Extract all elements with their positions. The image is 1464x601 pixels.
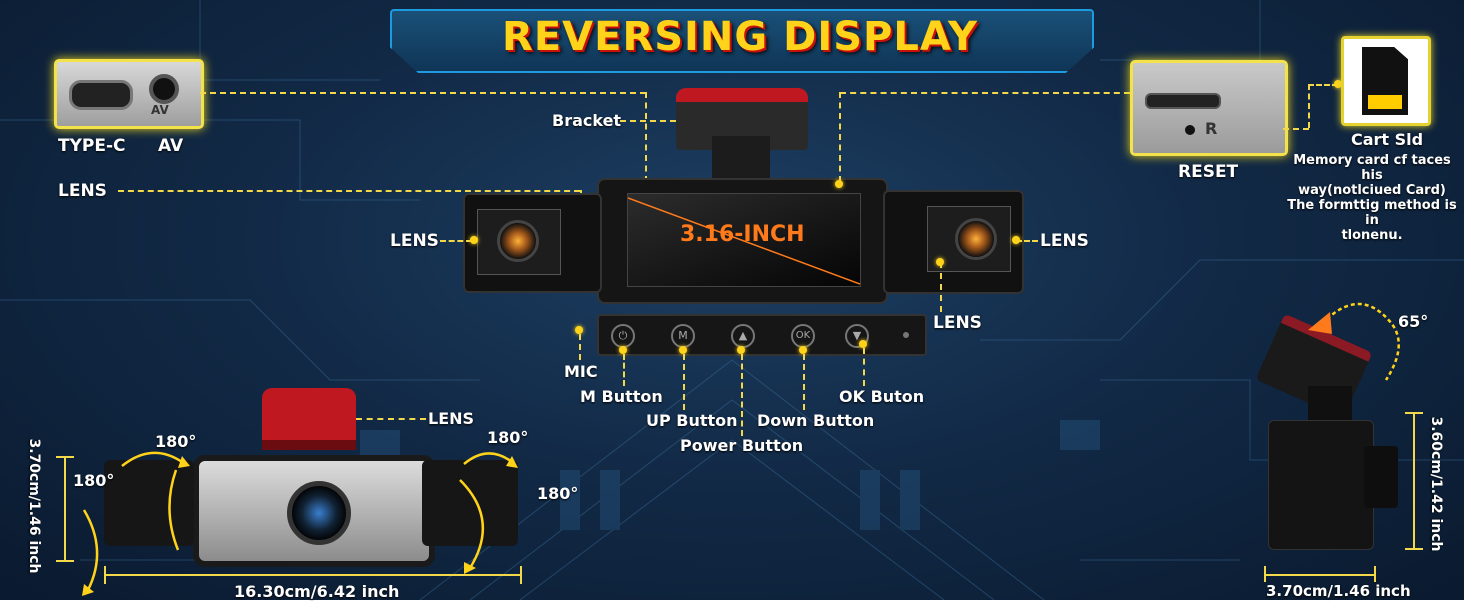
left-lens-module	[463, 193, 602, 293]
side-camera-body	[1268, 420, 1374, 550]
av-label: AV	[158, 136, 184, 156]
up-button-label: UP Button	[646, 411, 738, 430]
front-bracket	[262, 388, 356, 450]
lens-label-top-left: LENS	[58, 181, 107, 201]
m-button-label: M Button	[580, 387, 663, 406]
m-button-icon[interactable]: M	[671, 324, 695, 348]
width-dimension-right: 3.70cm/1.46 inch	[1266, 582, 1411, 600]
mic-hole-icon	[903, 332, 909, 338]
page-title: REVERSING DISPLAY	[502, 14, 978, 60]
screen-size-label: 3.16-INCH	[680, 222, 805, 247]
mic-label: MIC	[564, 362, 598, 381]
reset-label: RESET	[1178, 162, 1239, 182]
card-slot-label: Cart Sld	[1351, 130, 1424, 149]
up-button-icon[interactable]: ▲	[731, 324, 755, 348]
rotation-label-right-top: 180°	[487, 428, 529, 447]
rotation-label-left-side: 180°	[73, 471, 115, 490]
reset-mark: R	[1205, 119, 1218, 138]
type-c-label: TYPE-C	[58, 136, 126, 156]
rotation-label-left-top: 180°	[155, 432, 197, 451]
tilt-label: 65°	[1398, 312, 1429, 331]
reset-hole-icon	[1185, 125, 1195, 135]
usb-c-port-icon	[69, 80, 133, 110]
height-dimension-left: 3.70cm/1.46 inch	[26, 438, 42, 574]
lens-label-bottom: LENS	[428, 409, 475, 428]
height-dimension-line	[64, 456, 66, 562]
down-button-label: Down Button	[757, 411, 875, 430]
card-note-line: Memory card cf taces his	[1293, 153, 1451, 183]
left-pivot-module	[104, 460, 194, 546]
bracket-label: Bracket	[552, 111, 622, 130]
card-note-line: tlonenu.	[1341, 228, 1403, 243]
power-button-label: Power Button	[680, 436, 804, 455]
screen	[627, 193, 861, 287]
ports-inset: AV	[54, 59, 204, 129]
right-lens-module	[883, 190, 1024, 294]
lens-label-right: LENS	[1040, 231, 1089, 251]
side-camera-mount	[1364, 446, 1398, 508]
lens-icon	[955, 218, 997, 260]
sd-slot-icon	[1145, 93, 1221, 109]
lens-icon	[497, 220, 539, 262]
button-strip: ⏻ M ▲ OK ▼	[597, 314, 927, 356]
av-jack-icon	[149, 74, 179, 104]
sd-card-inset	[1341, 36, 1431, 126]
front-lens-icon	[287, 481, 351, 545]
lens-label-left: LENS	[390, 231, 439, 251]
card-slot-inset: R	[1130, 60, 1288, 156]
ok-button-label: OK Buton	[839, 387, 925, 406]
front-camera-body	[193, 455, 435, 567]
card-note-line: The formttig method is in	[1287, 198, 1457, 228]
bracket-arm	[712, 136, 770, 180]
rotation-label-right-side: 180°	[537, 484, 579, 503]
width-dimension-line	[104, 574, 522, 576]
power-button-icon[interactable]: ⏻	[611, 324, 635, 348]
card-note-line: way(notlciued Card)	[1298, 183, 1446, 198]
height-dimension-line-right	[1413, 412, 1415, 550]
sd-card-icon	[1362, 47, 1408, 115]
width-dimension-bottom: 16.30cm/6.42 inch	[234, 582, 400, 601]
card-note: Memory card cf taces his way(notlciued C…	[1283, 153, 1461, 243]
rotation-arrows	[82, 451, 518, 596]
tilt-arrow	[1308, 302, 1400, 381]
ok-button-icon[interactable]: OK	[791, 324, 815, 348]
down-button-icon[interactable]: ▼	[845, 324, 869, 348]
width-dimension-line-right	[1264, 574, 1376, 576]
side-bracket-arm	[1308, 386, 1352, 426]
right-pivot-module	[422, 460, 518, 546]
lens-label-front: LENS	[933, 313, 982, 333]
av-port-mark: AV	[151, 103, 169, 117]
height-dimension-right: 3.60cm/1.42 inch	[1428, 416, 1444, 552]
title-banner	[390, 9, 1094, 73]
